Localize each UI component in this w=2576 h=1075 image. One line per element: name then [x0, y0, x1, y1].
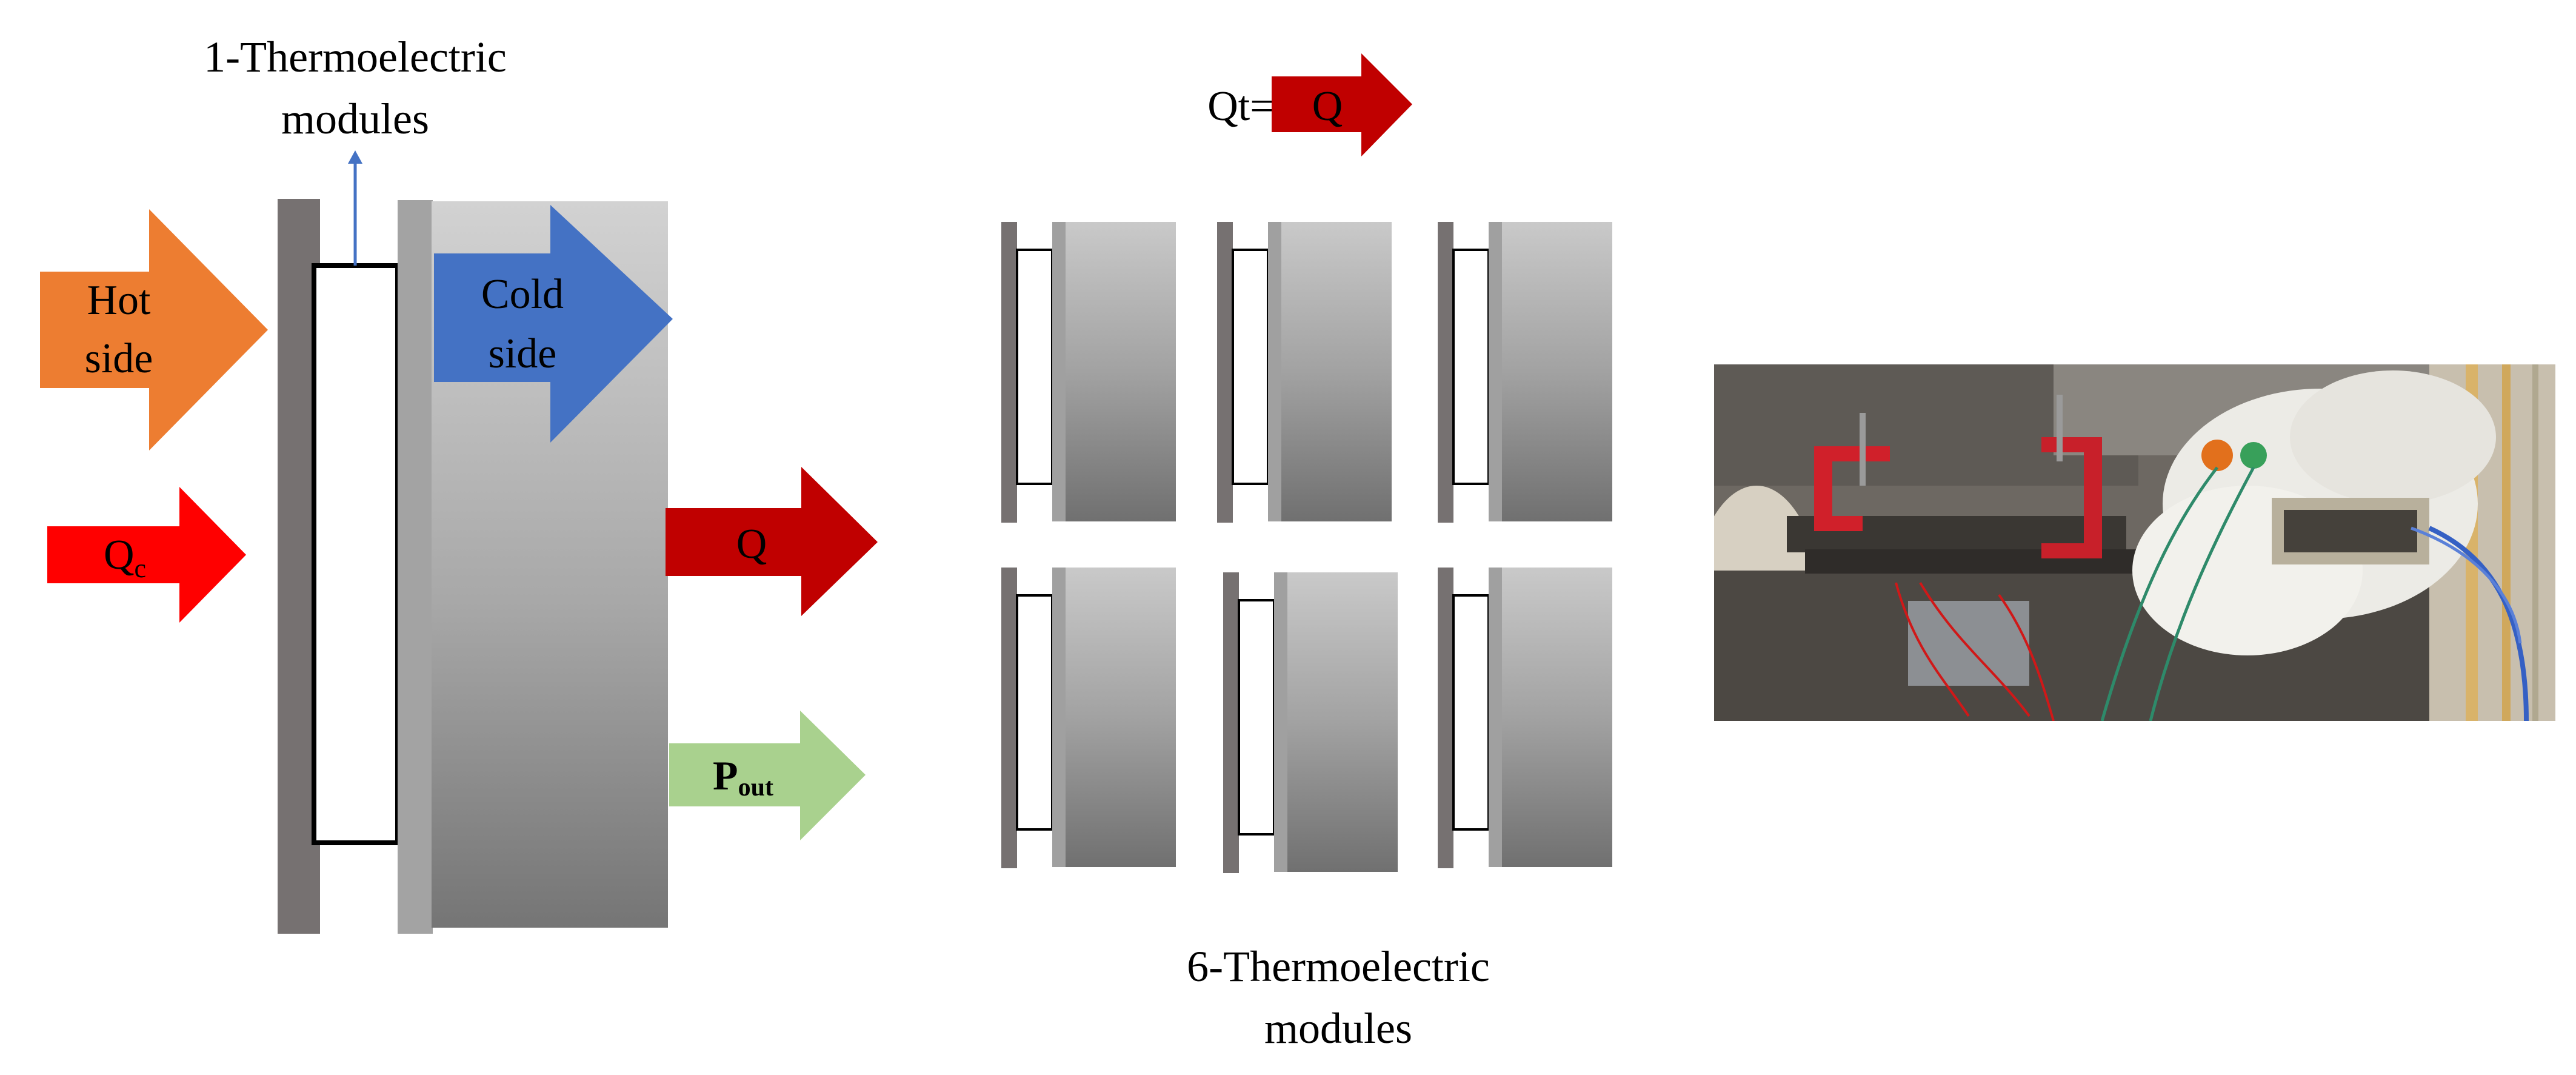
small-heat-sink	[1281, 222, 1392, 521]
small-module-4	[1001, 568, 1176, 868]
small-module-1	[1001, 222, 1176, 523]
pout-label: Pout	[713, 752, 773, 802]
cold-side-plate	[398, 200, 433, 934]
small-cold-plate	[1268, 222, 1281, 521]
thermoelectric-module	[312, 263, 400, 845]
qt-q-arrow: Q	[1272, 53, 1412, 156]
small-hot-plate	[1223, 572, 1239, 873]
cold-side-label-line1: Cold	[481, 271, 564, 318]
single-module-title-line2: modules	[281, 95, 429, 143]
six-module-caption-line2: modules	[1264, 1004, 1412, 1053]
pout-arrow: Pout	[669, 711, 866, 840]
small-te-module	[1016, 249, 1053, 485]
small-heat-sink	[1502, 222, 1612, 521]
qc-arrow: Qc	[47, 487, 246, 623]
small-heat-sink	[1066, 568, 1176, 867]
small-hot-plate	[1001, 568, 1017, 868]
six-module-caption-line1: 6-Thermoelectric	[1187, 942, 1490, 991]
setup-photo-illustration	[1714, 364, 2555, 721]
small-hot-plate	[1217, 222, 1233, 523]
hot-side-label-line2: side	[85, 335, 153, 382]
experimental-setup-photo	[1714, 364, 2555, 721]
small-heat-sink	[1502, 568, 1612, 867]
q-output-arrow: Q	[666, 467, 878, 616]
small-heat-sink	[1066, 222, 1176, 521]
small-te-module	[1016, 594, 1053, 831]
qt-q-label: Q	[1312, 83, 1343, 130]
small-hot-plate	[1001, 222, 1017, 523]
small-te-module	[1238, 599, 1275, 836]
small-cold-plate	[1274, 572, 1287, 872]
small-heat-sink	[1287, 572, 1398, 872]
small-te-module	[1452, 594, 1490, 831]
small-module-2	[1217, 222, 1392, 523]
qc-label: Qc	[104, 532, 146, 583]
small-cold-plate	[1489, 222, 1502, 521]
single-module-title-line1: 1-Thermoelectric	[204, 33, 507, 81]
cold-side-arrow: Cold side	[434, 205, 673, 443]
q-output-label: Q	[736, 521, 767, 568]
module-pointer-arrow	[348, 150, 362, 266]
six-module-array	[1001, 222, 1612, 873]
hot-side-label-line1: Hot	[87, 277, 152, 324]
small-te-module	[1232, 249, 1269, 485]
small-cold-plate	[1489, 568, 1502, 867]
hot-side-arrow: Hot side	[40, 209, 268, 450]
cold-side-label-line2: side	[489, 330, 557, 377]
small-hot-plate	[1438, 222, 1453, 523]
small-module-5	[1223, 572, 1398, 873]
small-te-module	[1452, 249, 1490, 485]
small-cold-plate	[1052, 568, 1066, 867]
small-hot-plate	[1438, 568, 1453, 868]
small-cold-plate	[1052, 222, 1066, 521]
small-module-6	[1438, 568, 1612, 868]
small-module-3	[1438, 222, 1612, 523]
